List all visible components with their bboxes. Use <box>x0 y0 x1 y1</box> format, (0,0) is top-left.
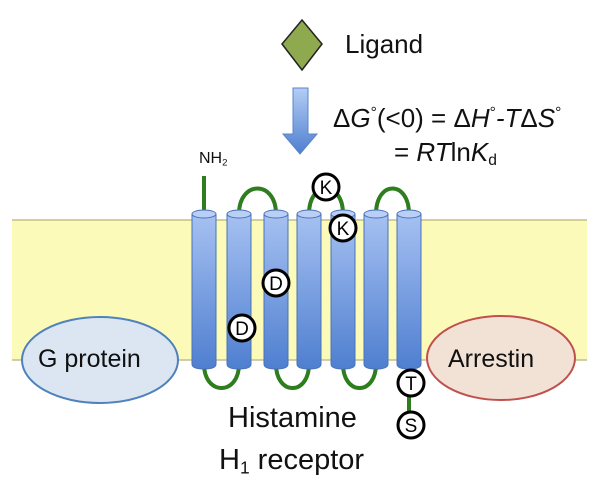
gibbs-equation-line2: = RTlnKd <box>394 139 497 168</box>
helix-cap <box>296 209 322 219</box>
eq-k: K <box>470 137 489 167</box>
helix-7 <box>396 209 422 370</box>
ecl3 <box>374 186 411 215</box>
eq-t: T <box>504 103 521 133</box>
eq-deg: ° <box>555 104 562 122</box>
eq-condition: (<0) = Δ <box>376 103 471 133</box>
eq-minus: - <box>495 103 505 133</box>
residue-label: T <box>405 374 417 395</box>
nh-sub: 2 <box>222 157 228 169</box>
helix-4 <box>296 209 322 370</box>
helix-cap <box>226 209 252 219</box>
g-protein-label: G protein <box>38 345 141 373</box>
helix-body <box>296 213 322 370</box>
icl2 <box>274 363 311 390</box>
helix-cap <box>191 209 217 219</box>
icl3 <box>341 363 378 390</box>
helix-body <box>363 213 389 370</box>
helix-6 <box>363 209 389 370</box>
receptor-title-line2: H1 receptor <box>219 446 364 477</box>
helix-body <box>226 213 252 370</box>
nh-text: NH <box>199 150 223 167</box>
helix-cap <box>263 209 289 219</box>
binding-arrow-icon <box>281 87 319 155</box>
residue-label: D <box>269 274 283 295</box>
residue-label: K <box>337 219 350 240</box>
ligand-diamond-icon <box>281 18 323 72</box>
helix-1 <box>191 209 217 370</box>
eq-deg: ° <box>489 104 496 122</box>
helix-body <box>330 213 356 370</box>
icl1 <box>202 363 241 390</box>
arrestin-ellipse <box>426 315 576 401</box>
ligand-label: Ligand <box>345 29 424 59</box>
n-terminus-label: NH2 <box>199 151 227 168</box>
ecl1 <box>237 186 278 215</box>
title-sub: 1 <box>239 457 250 478</box>
residue-s-cterm: S <box>396 410 426 440</box>
eq-g: G <box>350 103 371 133</box>
eq-s: S <box>537 103 556 133</box>
residue-t-cterm: T <box>396 368 426 398</box>
gibbs-equation-line1: ΔG°(<0) = ΔH°-TΔS° <box>333 105 561 131</box>
helix-2 <box>226 209 252 370</box>
residue-label: K <box>320 178 333 199</box>
arrestin-label: Arrestin <box>448 345 535 373</box>
eq-delta-s: Δ <box>520 103 538 133</box>
eq-equals: = <box>394 137 417 167</box>
residue-k-ecl2: K <box>311 172 341 202</box>
eq-delta: Δ <box>333 103 351 133</box>
residue-label: S <box>405 416 418 437</box>
helix-body <box>396 213 422 370</box>
g-protein-ellipse <box>21 316 179 404</box>
title-rest: receptor <box>249 444 365 476</box>
eq-rt: RT <box>416 137 451 167</box>
eq-deg: ° <box>370 104 377 122</box>
residue-d-helix2: D <box>227 313 257 343</box>
receptor-title-line1: Histamine <box>228 402 357 434</box>
helix-cap <box>363 209 389 219</box>
transmembrane-helices <box>191 209 422 370</box>
helix-5 <box>330 209 356 370</box>
title-h: H <box>219 444 240 476</box>
eq-h: H <box>470 103 490 133</box>
residue-d-helix3: D <box>261 268 291 298</box>
eq-d: d <box>488 151 497 169</box>
eq-ln: ln <box>450 137 471 167</box>
residue-k-helix5: K <box>328 213 358 243</box>
residue-label: D <box>235 319 249 340</box>
helix-cap <box>396 209 422 219</box>
helix-body <box>191 213 217 370</box>
